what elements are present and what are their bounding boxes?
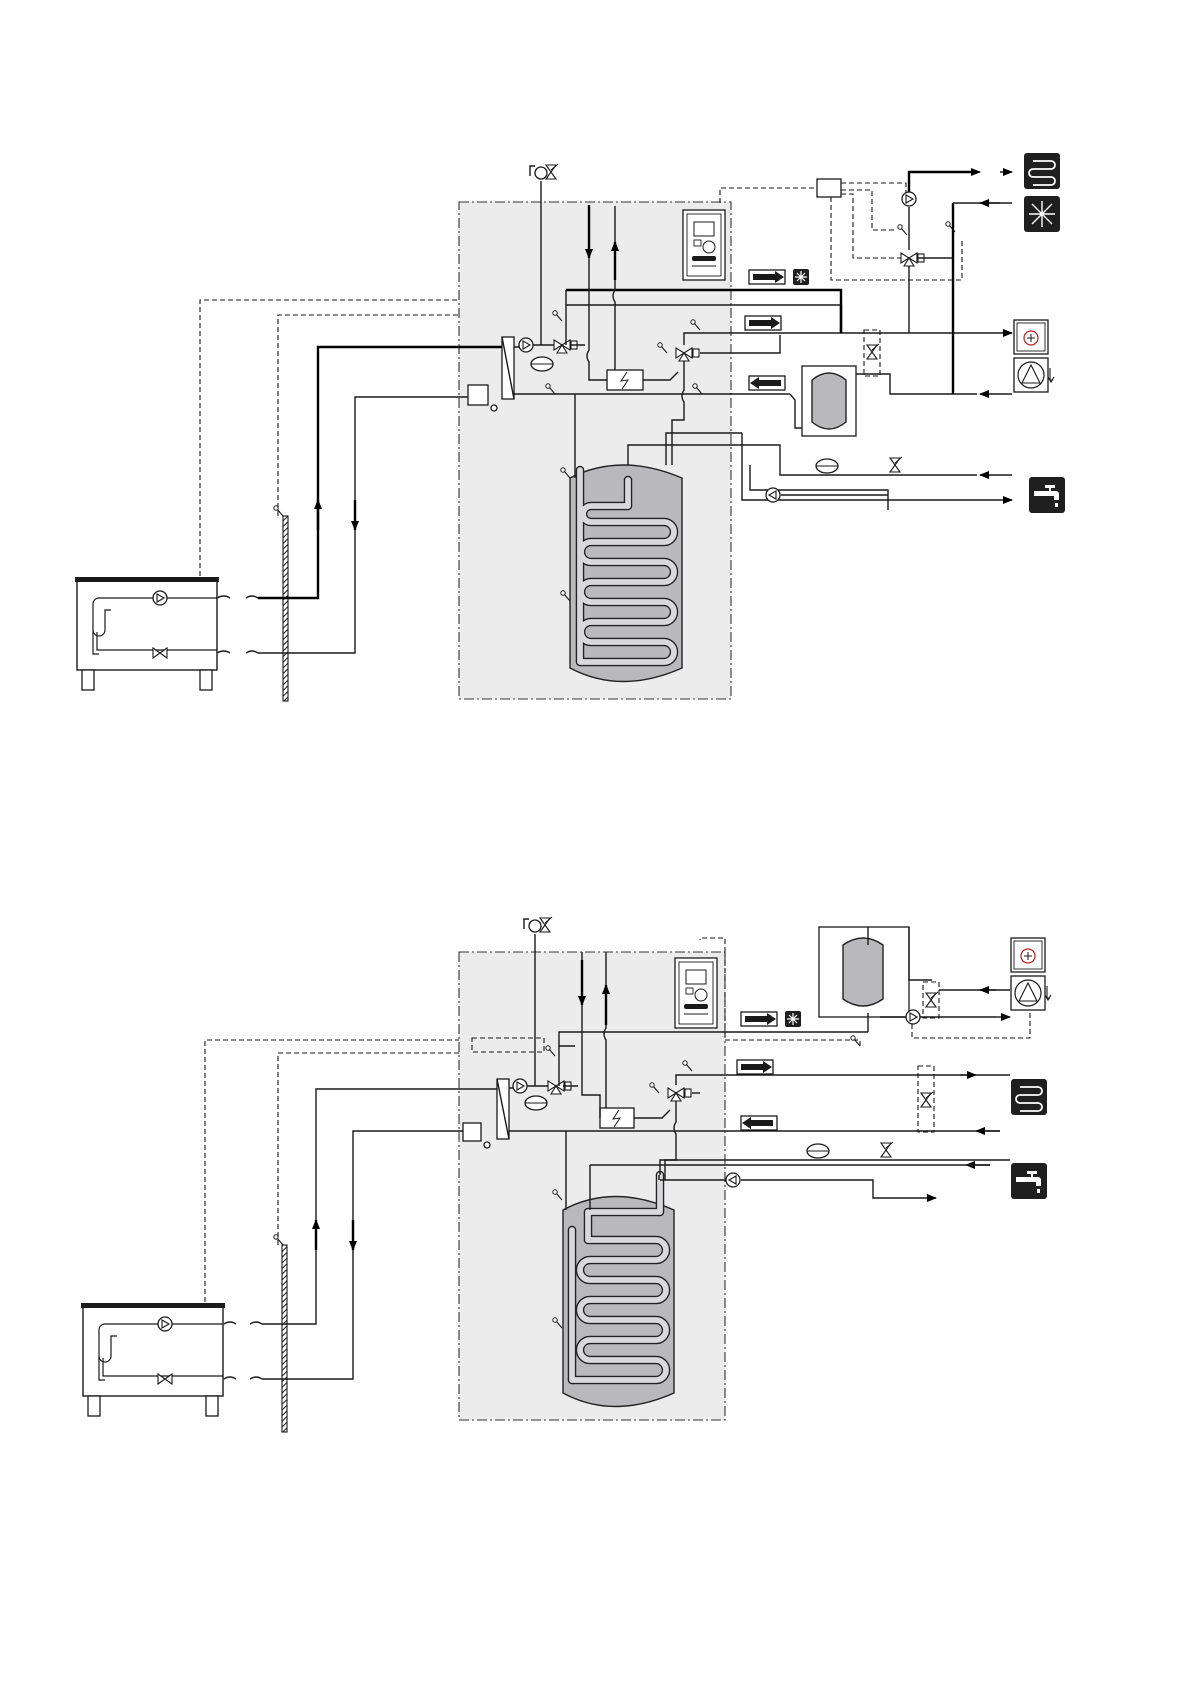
expansion-vessel-icon (816, 459, 838, 473)
diagram-bottom (81, 917, 1051, 1432)
pool-heat-pump-icon (1014, 320, 1054, 392)
circulation-pump-icon (513, 1079, 527, 1093)
expansion-vessel-icon (807, 1144, 829, 1158)
circulation-pump-icon (726, 1173, 740, 1187)
cooling-snowflake-icon (793, 269, 809, 285)
circulation-pump-icon (519, 338, 533, 352)
temp-sensor (898, 225, 907, 235)
mixing-controller (817, 179, 841, 197)
return-arrow (741, 1116, 777, 1130)
outdoor-unit-icon (81, 1303, 225, 1416)
cooling-supply-arrow (749, 270, 785, 284)
underfloor-heating-icon (1024, 153, 1060, 189)
control-unit-icon (675, 958, 717, 1028)
safety-valve-icon (890, 457, 902, 472)
circulation-pump-icon (153, 591, 167, 605)
pool-heat-pump-icon (1011, 938, 1051, 1010)
return-arrow (749, 376, 785, 390)
circulation-pump-icon (906, 1010, 920, 1024)
tap-water-icon (1011, 1163, 1047, 1199)
supply-arrow (745, 316, 781, 330)
supply-arrow (737, 1060, 773, 1074)
safety-valve-icon (881, 1142, 893, 1157)
safety-valve-icon (546, 164, 558, 179)
diagram-top (75, 153, 1065, 701)
tap-water-icon (1029, 477, 1065, 513)
cooling-snowflake-icon (1024, 196, 1060, 232)
cooling-snowflake-icon (785, 1011, 801, 1027)
sensor-box (468, 385, 488, 405)
underfloor-heating-icon (1011, 1079, 1047, 1115)
three-way-valve-icon (901, 253, 924, 266)
circulation-pump-icon (158, 1317, 172, 1331)
cooling-supply-arrow (741, 1012, 777, 1026)
control-unit-icon (683, 210, 725, 280)
wall-icon (283, 516, 288, 701)
outdoor-unit-icon (75, 577, 219, 690)
circulation-pump-icon (766, 488, 780, 502)
wall-icon (282, 1245, 287, 1432)
expansion-vessel-icon (531, 357, 553, 371)
safety-valve-icon (540, 917, 552, 932)
sensor-box (463, 1123, 481, 1141)
circulation-pump-icon (902, 192, 916, 206)
expansion-vessel-icon (525, 1096, 547, 1110)
